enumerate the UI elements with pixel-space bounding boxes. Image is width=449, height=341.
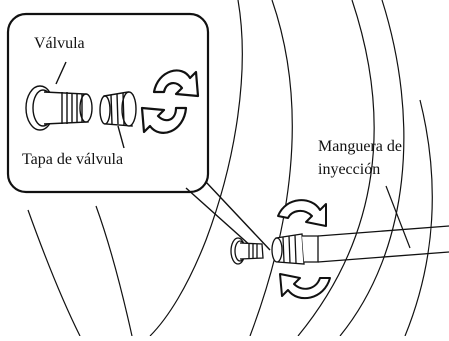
valve-cap-detail [99,91,137,149]
injection-hose [271,225,449,265]
label-valve: Válvula [34,35,85,52]
hose-label-leader [385,185,411,249]
label-injection-hose-line2: inyección [318,161,381,178]
valve-detail [25,61,93,131]
label-valve-cap: Tapa de válvula [22,151,124,168]
rotation-arrow-icon [140,69,200,134]
hose-rotation-arrow-icon [277,199,331,299]
tire-outline [27,0,433,337]
label-injection-hose-line1: Manguera de [318,138,402,155]
tire-valve [230,237,264,265]
